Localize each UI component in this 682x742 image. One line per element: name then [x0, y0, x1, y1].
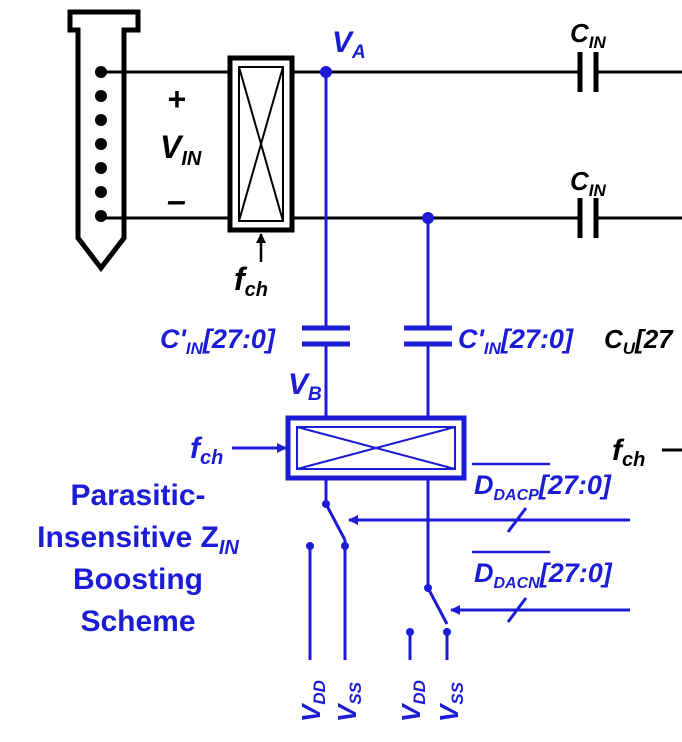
ddacn-label: DDACN[27:0]: [474, 558, 613, 592]
caption-line-4: Scheme: [80, 605, 195, 638]
va-label: VA: [332, 26, 366, 63]
boost-chopper-icon: [285, 415, 467, 481]
cin-bottom-capacitor-icon: [577, 198, 599, 238]
boost-wires: [308, 72, 449, 660]
vin-label: VIN: [160, 129, 202, 170]
switch-right-icon: [406, 584, 451, 636]
cin-top-label: CIN: [570, 18, 607, 52]
vb-node-dot: [422, 212, 434, 224]
cprime-right-capacitor-icon: [404, 325, 452, 347]
cprime-left-capacitor-icon: [302, 325, 350, 347]
cin-bottom-label: CIN: [570, 166, 607, 200]
vin-plus-sign: +: [167, 81, 186, 117]
cprime-right-label: C'IN[27:0]: [458, 324, 574, 358]
vdd-left-label: VDD: [296, 680, 329, 722]
scheme-caption: Parasitic- Insensitive ZIN Boosting Sche…: [37, 479, 239, 638]
vb-label: VB: [288, 368, 322, 405]
vss-right-label: VSS: [434, 681, 467, 722]
cin-top-capacitor-icon: [577, 52, 599, 92]
caption-line-2: Insensitive ZIN: [37, 521, 239, 559]
fch-right-label: fch: [612, 434, 645, 471]
cu-label: CU[27: [604, 324, 674, 358]
input-chopper-icon: [227, 55, 295, 233]
fch-left-label: fch: [190, 432, 223, 469]
vdd-right-label: VDD: [396, 680, 429, 722]
electrode-probe-icon: [67, 9, 141, 273]
caption-line-3: Boosting: [73, 563, 203, 596]
vss-left-label: VSS: [332, 681, 365, 722]
switch-left-icon: [306, 500, 349, 550]
input-wires: [101, 70, 682, 220]
vin-minus-sign: –: [167, 182, 186, 220]
ddacp-label: DDACP[27:0]: [474, 470, 612, 504]
fch-top-label: fch: [234, 261, 268, 301]
ddacp-bus-slash: [506, 507, 528, 533]
ddacn-bus-slash: [506, 597, 528, 623]
va-node-dot: [320, 66, 332, 78]
cprime-left-label: C'IN[27:0]: [160, 324, 276, 358]
caption-line-1: Parasitic-: [70, 479, 205, 512]
